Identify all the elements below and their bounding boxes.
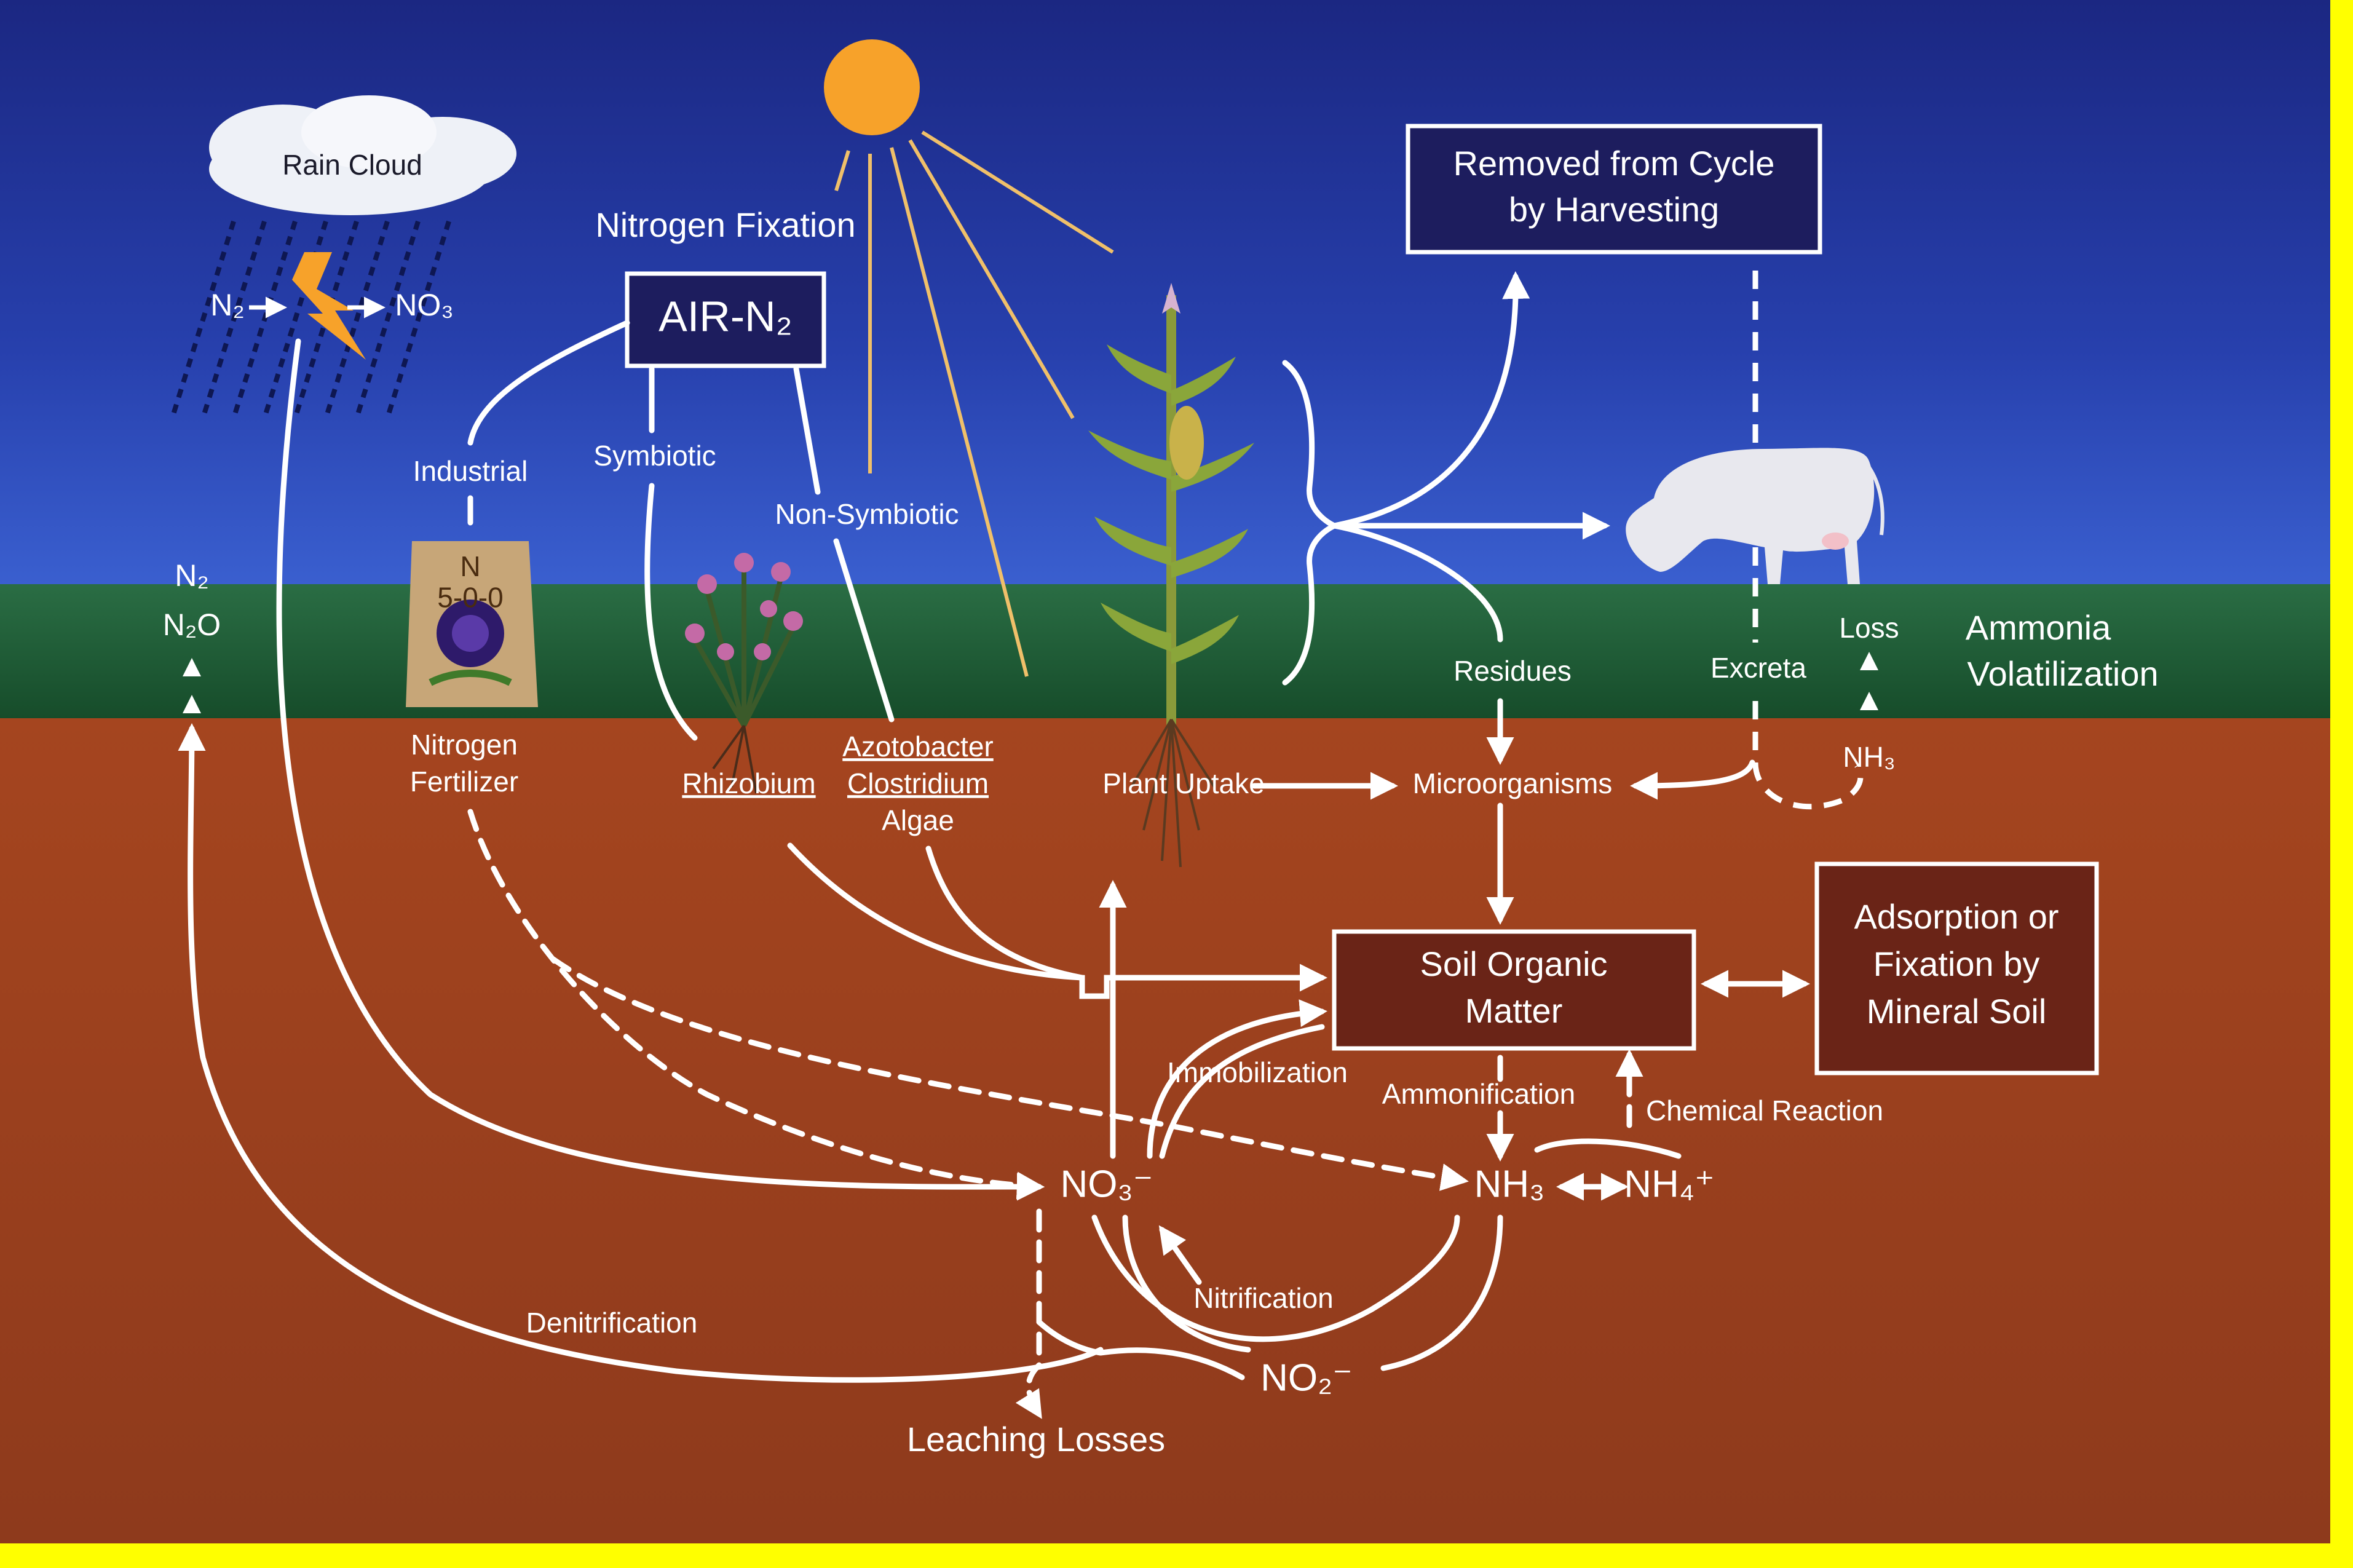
lightning-icon [292, 252, 366, 360]
nitrogen-cycle-diagram: Rain Cloud N₂ NO₃ Nitrogen Fixation AIR-… [0, 0, 2330, 1543]
sun-icon [824, 39, 1114, 677]
harvesting-line2: by Harvesting [1509, 190, 1719, 229]
som-line2: Matter [1465, 991, 1563, 1030]
algae-label: Algae [882, 804, 954, 836]
denitrification-label: Denitrification [526, 1307, 698, 1339]
soil-organic-matter-box [1332, 929, 1696, 1051]
adsorption-line3: Mineral Soil [1867, 992, 2047, 1031]
nitrogen-fertilizer-line1: Nitrogen [411, 729, 518, 761]
nitrogen-fixation-label: Nitrogen Fixation [595, 205, 855, 244]
ammonification-label: Ammonification [1382, 1078, 1575, 1110]
azotobacter-label: Azotobacter [842, 731, 993, 762]
grass-band [0, 584, 2330, 719]
no2-label: NO₂⁻ [1260, 1356, 1353, 1399]
microorganisms-label: Microorganisms [1413, 767, 1613, 799]
air-n2-box [625, 271, 826, 368]
soil-band [0, 718, 2330, 1543]
legume-plant-icon [685, 553, 803, 794]
loss-label: Loss [1839, 612, 1899, 644]
nh3-top-label: NH₃ [1843, 741, 1895, 773]
rain-cloud-icon [170, 95, 516, 419]
clostridium-label: Clostridium [847, 767, 989, 799]
non-symbiotic-label: Non-Symbiotic [775, 498, 959, 530]
som-line1: Soil Organic [1420, 944, 1607, 983]
residues-label: Residues [1453, 655, 1572, 687]
adsorption-line1: Adsorption or [1854, 897, 2058, 936]
industrial-label: Industrial [413, 455, 528, 487]
no3-label: NO₃⁻ [1061, 1163, 1153, 1205]
lightning-left-label: N₂ [210, 288, 245, 322]
adsorption-line2: Fixation by [1873, 944, 2040, 983]
air-n2-label: AIR-N₂ [658, 292, 793, 340]
excreta-label: Excreta [1710, 652, 1806, 684]
leaching-label: Leaching Losses [907, 1420, 1165, 1459]
n2o-label: N₂O [163, 608, 221, 642]
symbiotic-label: Symbiotic [593, 440, 716, 472]
fertilizer-bag-icon [406, 541, 538, 707]
n2-label: N₂ [175, 558, 209, 593]
nitrogen-cycle-frame: Rain Cloud N₂ NO₃ Nitrogen Fixation AIR-… [0, 0, 2330, 1543]
ammonia-line1: Ammonia [1966, 608, 2111, 647]
chemical-reaction-label: Chemical Reaction [1646, 1095, 1883, 1127]
cow-icon [1626, 448, 1884, 584]
harvesting-line1: Removed from Cycle [1453, 144, 1775, 183]
nitrogen-fertilizer-line2: Fertilizer [410, 766, 518, 798]
plant-uptake-label: Plant Uptake [1102, 767, 1264, 799]
harvesting-box [1406, 124, 1822, 255]
nitrification-label: Nitrification [1193, 1282, 1334, 1314]
nh4-label: NH₄⁺ [1624, 1163, 1715, 1205]
ammonia-line2: Volatilization [1967, 654, 2158, 693]
immobilization-label: Immobilization [1167, 1056, 1348, 1088]
sky-band [0, 0, 2330, 584]
rain-cloud-label: Rain Cloud [282, 149, 422, 181]
nh3-label: NH₃ [1474, 1163, 1545, 1205]
corn-plant-icon [1088, 283, 1254, 868]
lightning-right-label: NO₃ [395, 288, 453, 322]
rhizobium-label: Rhizobium [682, 767, 815, 799]
adsorption-box [1814, 861, 2099, 1075]
